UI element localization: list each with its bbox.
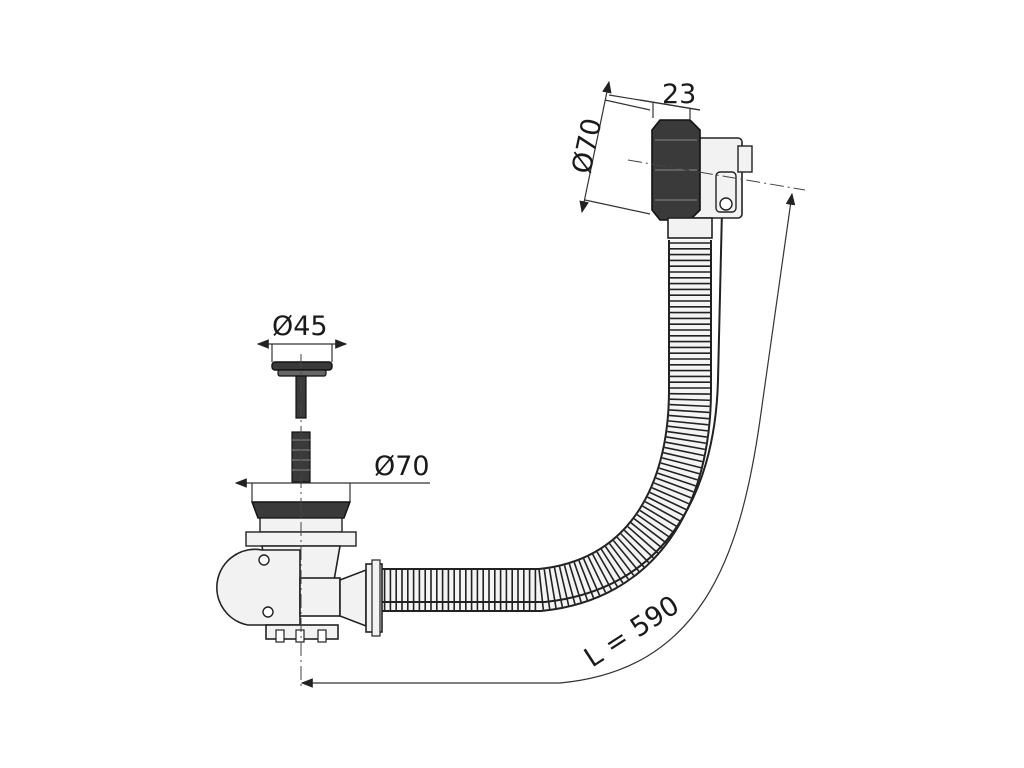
dimension-overflow-depth: 23 xyxy=(608,79,701,120)
dimension-plug-diameter: Ø45 xyxy=(256,311,348,362)
flexible-hose xyxy=(350,209,723,612)
dimension-drain-diameter: Ø70 xyxy=(234,451,430,502)
plug xyxy=(271,361,333,483)
dimension-plug-diameter-label: Ø45 xyxy=(272,311,328,342)
dimension-23-label: 23 xyxy=(662,79,696,110)
dimension-overflow-diameter: Ø70 xyxy=(567,80,651,215)
drain-body xyxy=(216,501,383,643)
dimension-overflow-diameter-label: Ø70 xyxy=(567,116,609,177)
overflow-head xyxy=(651,119,753,239)
overflow-centerline xyxy=(627,159,806,191)
dimension-drain-diameter-label: Ø70 xyxy=(374,451,430,482)
dimension-hose-length-label: L = 590 xyxy=(579,590,685,674)
